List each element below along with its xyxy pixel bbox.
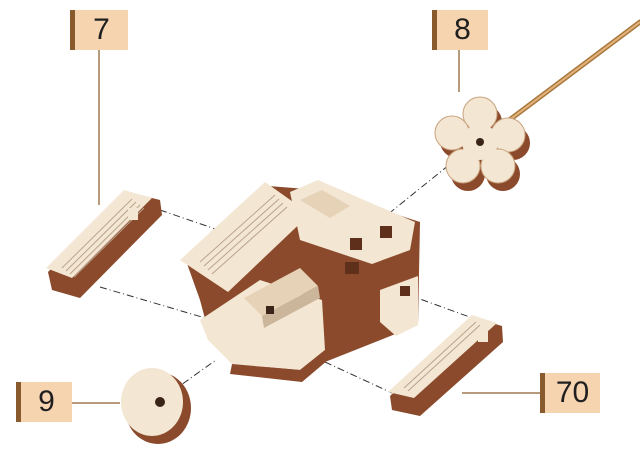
flower-wheel [435,97,530,191]
callout-part-9: 9 [16,382,72,422]
side-wall-left [46,190,162,298]
round-wheel [121,368,191,444]
callout-part-70: 70 [540,373,600,413]
guide-line [325,362,392,393]
callout-part-7: 7 [70,10,128,50]
callout-part-8: 8 [432,10,488,50]
guide-line [100,287,212,320]
house-body [180,180,420,382]
